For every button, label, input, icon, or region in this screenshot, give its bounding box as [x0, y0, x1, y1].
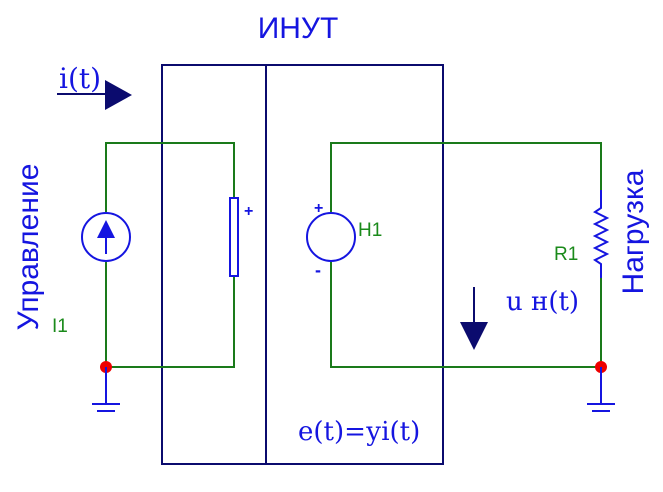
left-side-label: Управление: [12, 164, 45, 331]
voltage-label: u н(t): [506, 287, 579, 317]
source-label: I1: [52, 316, 68, 337]
arrow-right-icon: [105, 80, 132, 110]
inut-box: [161, 64, 444, 465]
current-source-i1: I1: [52, 212, 131, 337]
arrow-up-icon: [97, 220, 115, 238]
transfer-equation: e(t)=уi(t): [298, 417, 420, 447]
load-label: R1: [554, 244, 578, 265]
load-circuit-wires: [330, 142, 602, 368]
load-resistor-r1: R1: [554, 190, 610, 278]
h1-minus-sign: -: [315, 260, 321, 280]
output-voltage-arrow: u н(t): [460, 287, 579, 350]
title: ИНУТ: [258, 12, 339, 45]
input-current-arrow: i(t): [57, 62, 132, 110]
left-ground: [92, 361, 120, 412]
h1-plus-sign: +: [314, 200, 323, 217]
right-ground: [587, 361, 615, 412]
control-circuit-wires: [105, 142, 235, 368]
sensor-plus-sign: +: [244, 203, 253, 220]
right-side-label: Нагрузка: [617, 169, 650, 294]
arrow-down-icon: [460, 322, 488, 350]
input-sensor-element: +: [229, 197, 253, 277]
output-source-label: H1: [358, 220, 382, 241]
current-label: i(t): [59, 62, 101, 95]
voltage-source-h1: + - H1: [306, 200, 382, 280]
